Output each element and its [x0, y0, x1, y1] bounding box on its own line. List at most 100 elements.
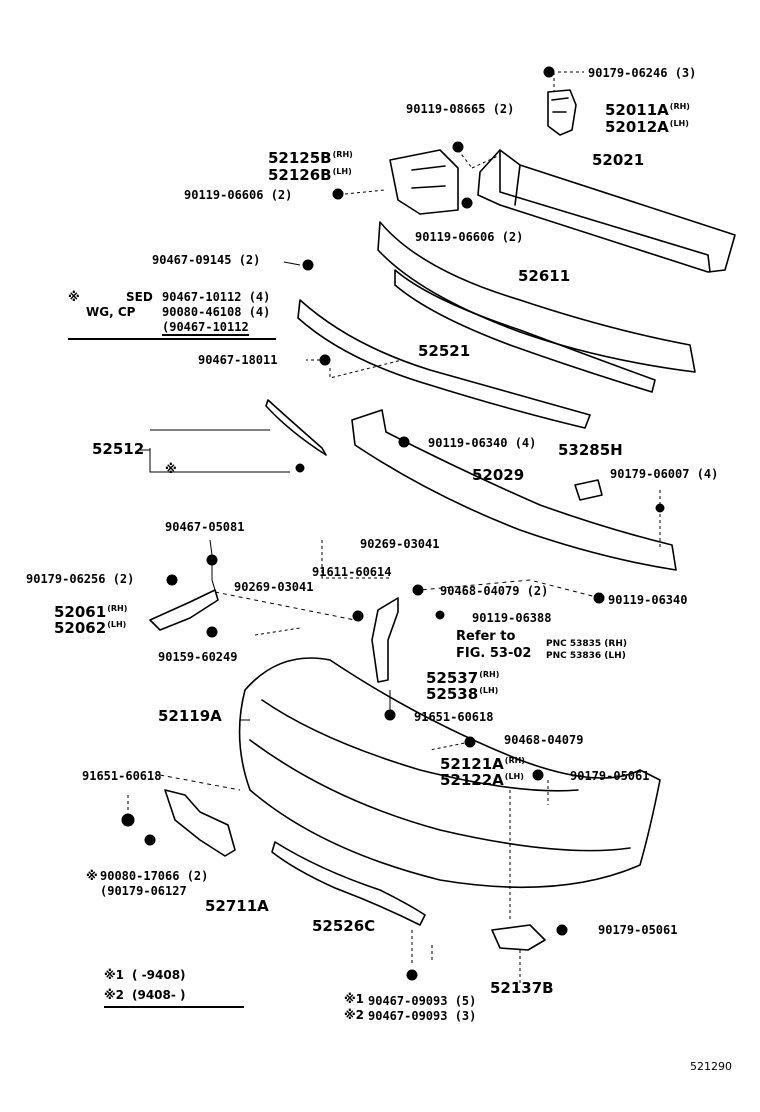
clip-icon	[319, 354, 331, 366]
bumper-cover-52119a	[238, 657, 661, 889]
bolt-icon	[166, 574, 178, 586]
clip-52137b	[491, 924, 546, 951]
clip-icon	[384, 709, 396, 721]
clip-53285h	[574, 479, 603, 501]
bolt-icon	[556, 924, 568, 936]
legend-range-2: (9408- )	[132, 988, 186, 1002]
label-90467-18011: 90467-18011	[198, 353, 278, 367]
label-90080-17066: 90080-17066 (2)	[100, 869, 209, 883]
clip-icon	[406, 969, 418, 981]
label-90467-10112: 90467-10112 (4)	[162, 290, 271, 304]
label-52526c: 52526C	[312, 917, 376, 935]
bolt-icon	[332, 188, 344, 200]
figure-id: 521290	[690, 1060, 732, 1073]
label-52537: 52537(RH)	[426, 669, 500, 687]
bolt-icon	[543, 66, 555, 78]
label-52125b: 52125B(RH)	[268, 149, 353, 167]
bolt-icon	[452, 141, 464, 153]
bracket-52011a	[547, 89, 577, 136]
label-52012a: 52012A(LH)	[605, 118, 689, 136]
label-90468-04079-2: 90468-04079 (2)	[440, 584, 549, 598]
retainer-52521	[297, 299, 591, 429]
label-90119-06606-a: 90119-06606 (2)	[184, 188, 293, 202]
label-90269-03041-b: 90269-03041	[234, 580, 314, 594]
pnc-53836: PNC 53836 (LH)	[546, 651, 626, 661]
label-52011a: 52011A(RH)	[605, 101, 690, 119]
nut-icon	[206, 554, 218, 566]
pnc-53835: PNC 53835 (RH)	[546, 639, 627, 649]
bracket-52125b	[389, 149, 459, 215]
label-52021: 52021	[592, 151, 645, 169]
note-mark-52512: ※	[165, 462, 177, 476]
stay-52537	[371, 597, 399, 683]
label-52119a: 52119A	[158, 707, 222, 725]
label-91611-60614: 91611-60614	[312, 565, 392, 579]
label-52029: 52029	[472, 466, 525, 484]
note-mark: ※	[68, 290, 80, 304]
label-53285h: 53285H	[558, 441, 623, 459]
label-52512: 52512	[92, 440, 145, 458]
label-52122a: 52122A(LH)	[440, 771, 524, 789]
label-52062: 52062(LH)	[54, 619, 127, 637]
figure-reference-link[interactable]: FIG. 53-02	[456, 646, 532, 661]
label-52611: 52611	[518, 267, 571, 285]
screw-icon	[206, 626, 218, 638]
label-90159-60249: 90159-60249	[158, 650, 238, 664]
bracket-52061	[149, 589, 219, 631]
support-52512	[265, 399, 327, 456]
label-90467-05081: 90467-05081	[165, 520, 245, 534]
nut-icon	[144, 834, 156, 846]
bolt-icon	[532, 769, 544, 781]
label-90179-05061-a: 90179-05061	[570, 769, 650, 783]
divider	[68, 338, 276, 340]
bolt-icon	[398, 436, 410, 448]
legend-divider	[104, 1006, 244, 1008]
label-90179-06246: 90179-06246 (3)	[588, 66, 697, 80]
label-90179-06007: 90179-06007 (4)	[610, 467, 719, 481]
label-90467-09145: 90467-09145 (2)	[152, 253, 261, 267]
spoiler-52526c	[271, 841, 426, 926]
label-90119-06606-b: 90119-06606 (2)	[415, 230, 524, 244]
label-52126b: 52126B(LH)	[268, 166, 352, 184]
clip-icon	[121, 813, 135, 827]
note-sed: SED	[126, 290, 153, 304]
note-wg-cp: WG, CP	[86, 305, 136, 319]
label-52121a: 52121A(RH)	[440, 755, 525, 773]
bumper-reinforcement-52021	[477, 149, 736, 273]
bracket-52711a	[164, 789, 236, 857]
refer-to-label: Refer to	[456, 629, 516, 644]
label-90269-03041-a: 90269-03041	[360, 537, 440, 551]
lower-support-52029	[351, 409, 677, 571]
note-mark1: ※1	[344, 992, 365, 1006]
label-90119-06388: 90119-06388	[472, 611, 552, 625]
clip-icon	[302, 259, 314, 271]
label-90467-09093-2: 90467-09093 (3)	[368, 1009, 477, 1023]
legend-mark-1: ※1	[104, 968, 125, 982]
note-mark2: ※2	[344, 1008, 365, 1022]
label-90080-46108: 90080-46108 (4)	[162, 305, 271, 319]
energy-absorber-52611	[377, 221, 696, 373]
label-90119-06340-4: 90119-06340 (4)	[428, 436, 537, 450]
label-90179-05061-b: 90179-05061	[598, 923, 678, 937]
label-90119-08665: 90119-08665 (2)	[406, 102, 515, 116]
label-90467-10112-alt: (90467-10112	[162, 320, 249, 336]
label-90119-06340: 90119-06340	[608, 593, 688, 607]
label-91651-60618-a: 91651-60618	[414, 710, 494, 724]
legend-mark-2: ※2	[104, 988, 125, 1002]
label-90179-06127: (90179-06127	[100, 884, 187, 898]
screw-icon	[435, 610, 445, 620]
label-52711a: 52711A	[205, 897, 269, 915]
label-90179-06256: 90179-06256 (2)	[26, 572, 135, 586]
label-91651-60618-b: 91651-60618	[82, 769, 162, 783]
label-52521: 52521	[418, 342, 471, 360]
label-90468-04079: 90468-04079	[504, 733, 584, 747]
label-52137b: 52137B	[490, 979, 554, 997]
bolt-icon	[461, 197, 473, 209]
nut-icon	[412, 584, 424, 596]
legend-range-1: ( -9408)	[132, 968, 186, 982]
label-52061: 52061(RH)	[54, 603, 128, 621]
nut-icon	[352, 610, 364, 622]
clip-icon	[295, 463, 305, 473]
